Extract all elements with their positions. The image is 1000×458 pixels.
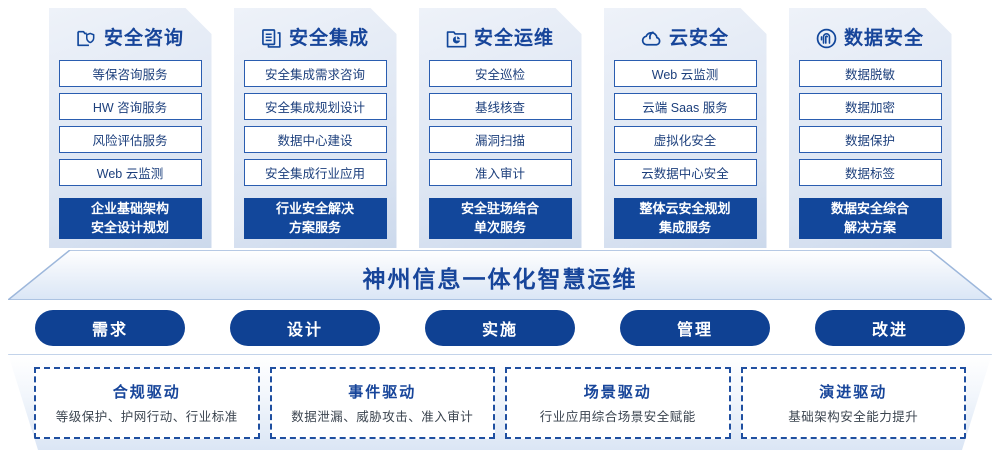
driver-description: 数据泄漏、威胁攻击、准入审计 [291,410,474,424]
process-stage-button[interactable]: 需求 [35,310,185,346]
pillar-title: 云安全 [668,27,729,49]
pillar-card-3[interactable]: 安全运维安全巡检基线核查漏洞扫描准入审计安全驻场结合单次服务 [419,8,582,248]
pillar-item-list: 安全巡检基线核查漏洞扫描准入审计安全驻场结合单次服务 [429,60,572,239]
driver-title: 合规驱动 [112,384,181,401]
pillar-card-1[interactable]: 安全咨询等保咨询服务 HW 咨询服务风险评估服务 Web 云监测企业基础架构安全设计… [49,8,212,248]
pillar-item[interactable]: 安全巡检 [429,60,572,87]
pillar-item-list: 数据脱敏数据加密数据保护数据标签数据安全综合解决方案 [799,60,942,239]
pillar-card-list: 安全咨询等保咨询服务 HW 咨询服务风险评估服务 Web 云监测企业基础架构安全设计… [0,8,1000,256]
fingerprint-icon [816,28,837,49]
driver-description: 等级保护、护网行动、行业标准 [55,410,238,424]
pillar-item[interactable]: HW 咨询服务 [59,93,202,120]
pillar-title: 数据安全 [843,27,924,49]
pillar-highlight-line: 安全驻场结合 [460,201,539,217]
driver-description: 行业应用综合场景安全赋能 [539,410,696,424]
pillar-header: 云安全 [614,16,757,60]
drivers-container: 合规驱动等级保护、护网行动、行业标准事件驱动数据泄漏、威胁攻击、准入审计场景驱动… [8,354,992,450]
pillar-item[interactable]: Web 云监测 [614,60,757,87]
pillar-item-list: 等保咨询服务 HW 咨询服务风险评估服务 Web 云监测企业基础架构安全设计规划 [59,60,202,239]
pillar-title: 安全运维 [473,27,554,49]
pillar-item[interactable]: 风险评估服务 [59,126,202,153]
pillar-highlight-card[interactable]: 行业安全解决方案服务 [244,198,387,239]
pillar-item[interactable]: 数据加密 [799,93,942,120]
driver-title: 事件驱动 [348,384,417,401]
pillar-header: 数据安全 [799,16,942,60]
pillar-highlight-line: 企业基础架构 [90,201,169,217]
pillar-header: 安全集成 [244,16,387,60]
pillar-item[interactable]: 数据脱敏 [799,60,942,87]
pillar-item-list: Web 云监测云端 Saas 服务虚拟化安全云数据中心安全整体云安全规划集成服务 [614,60,757,239]
process-stage-list: 需求 设计 实施 管理 改进 [0,310,1000,346]
pillar-item[interactable]: 基线核查 [429,93,572,120]
driver-card[interactable]: 场景驱动行业应用综合场景安全赋能 [505,367,731,439]
driver-description: 基础架构安全能力提升 [788,410,919,424]
pillar-item[interactable]: 等保咨询服务 [59,60,202,87]
pillar-highlight-line: 集成服务 [658,219,711,235]
pillar-highlight-line: 安全设计规划 [90,219,169,235]
pillar-highlight-card[interactable]: 企业基础架构安全设计规划 [59,198,202,239]
pillar-item[interactable]: Web 云监测 [59,159,202,186]
pillar-item[interactable]: 云数据中心安全 [614,159,757,186]
pillar-title: 安全集成 [288,27,369,49]
pillar-item[interactable]: 漏洞扫描 [429,126,572,153]
pillar-item[interactable]: 数据标签 [799,159,942,186]
banner-title: 神州信息一体化智慧运维 [362,266,638,292]
pillar-highlight-card[interactable]: 安全驻场结合单次服务 [429,198,572,239]
driver-list: 合规驱动等级保护、护网行动、行业标准事件驱动数据泄漏、威胁攻击、准入审计场景驱动… [8,355,992,451]
driver-card[interactable]: 合规驱动等级保护、护网行动、行业标准 [34,367,260,439]
center-banner: 神州信息一体化智慧运维 [8,250,992,300]
folder-chart-icon [446,28,467,49]
pillar-item[interactable]: 数据中心建设 [244,126,387,153]
process-stage-button[interactable]: 实施 [425,310,575,346]
driver-card[interactable]: 演进驱动基础架构安全能力提升 [741,367,967,439]
driver-title: 场景驱动 [583,384,652,401]
pillar-item[interactable]: 虚拟化安全 [614,126,757,153]
pillar-card-2[interactable]: 安全集成安全集成需求咨询安全集成规划设计数据中心建设安全集成行业应用行业安全解决… [234,8,397,248]
process-stage-button[interactable]: 管理 [620,310,770,346]
process-stage-button[interactable]: 设计 [230,310,380,346]
pillar-highlight-line: 数据安全综合 [830,201,909,217]
driver-title: 演进驱动 [819,384,888,401]
pillar-header: 安全运维 [429,16,572,60]
pillar-item[interactable]: 安全集成规划设计 [244,93,387,120]
process-stage-button[interactable]: 改进 [815,310,965,346]
pillar-title: 安全咨询 [103,27,184,49]
pillar-item[interactable]: 准入审计 [429,159,572,186]
pillar-item[interactable]: 云端 Saas 服务 [614,93,757,120]
pillar-highlight-card[interactable]: 整体云安全规划集成服务 [614,198,757,239]
pillar-highlight-card[interactable]: 数据安全综合解决方案 [799,198,942,239]
folder-shield-icon [76,28,97,49]
pillar-header: 安全咨询 [59,16,202,60]
pillar-highlight-line: 整体云安全规划 [639,201,731,217]
documents-stack-icon [261,28,282,49]
pillar-card-4[interactable]: 云安全 Web 云监测云端 Saas 服务虚拟化安全云数据中心安全整体云安全规划集… [604,8,767,248]
pillar-highlight-line: 行业安全解决 [275,201,354,217]
pillar-highlight-line: 单次服务 [473,219,526,235]
pillar-item[interactable]: 数据保护 [799,126,942,153]
driver-card[interactable]: 事件驱动数据泄漏、威胁攻击、准入审计 [270,367,496,439]
pillar-item-list: 安全集成需求咨询安全集成规划设计数据中心建设安全集成行业应用行业安全解决方案服务 [244,60,387,239]
pillar-highlight-line: 方案服务 [288,219,341,235]
cloud-icon [641,28,662,49]
pillar-item[interactable]: 安全集成行业应用 [244,159,387,186]
pillar-item[interactable]: 安全集成需求咨询 [244,60,387,87]
pillar-card-5[interactable]: 数据安全数据脱敏数据加密数据保护数据标签数据安全综合解决方案 [789,8,952,248]
pillar-highlight-line: 解决方案 [843,219,896,235]
